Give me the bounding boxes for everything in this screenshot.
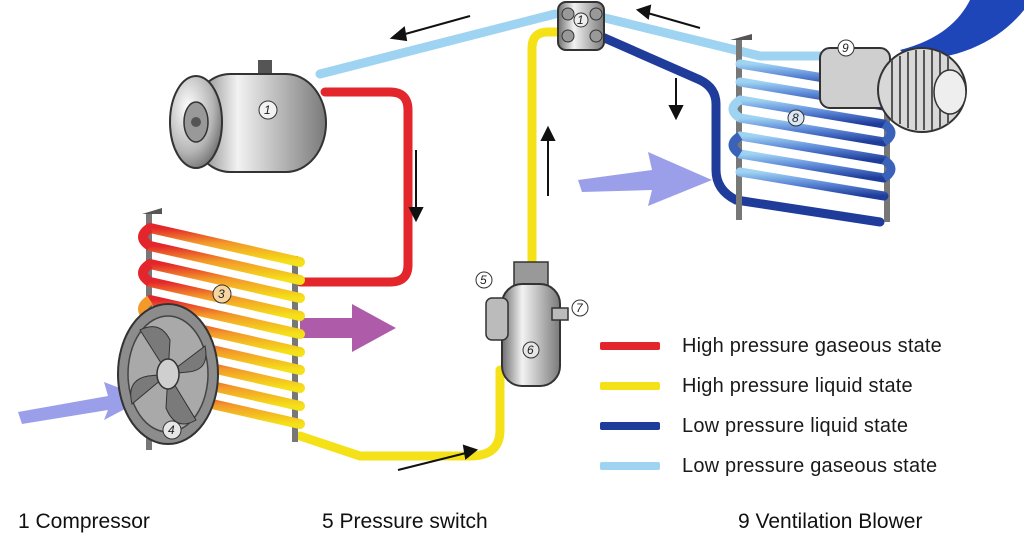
legend-label: High pressure gaseous state [682, 334, 942, 357]
line-high-liquid-to-drier [295, 365, 505, 461]
airflow-arrow-evap-in [578, 152, 712, 206]
compressor-number: 1 [264, 103, 271, 117]
caption-pressure-switch: 5 Pressure switch [322, 510, 488, 533]
airflow-arrow-hot [300, 304, 396, 352]
legend: High pressure gaseous state High pressur… [600, 326, 1010, 486]
flow-direction-arrows [389, 4, 701, 471]
legend-item-low-liquid: Low pressure liquid state [600, 406, 1010, 446]
expansion-valve: 1 [557, 1, 605, 51]
fan-number: 4 [168, 423, 175, 437]
line-high-liquid-to-valve [527, 27, 565, 267]
ventilation-blower: 9 [819, 39, 967, 133]
legend-swatch-high-gas [600, 342, 660, 350]
legend-label: High pressure liquid state [682, 374, 913, 397]
legend-label: Low pressure gaseous state [682, 454, 938, 477]
legend-swatch-low-gas [600, 462, 660, 470]
condenser-number: 3 [218, 287, 225, 301]
line-low-liquid [595, 31, 885, 227]
evaporator: 8 [728, 34, 896, 222]
legend-item-low-gas: Low pressure gaseous state [600, 446, 1010, 486]
expansion-valve-number: 1 [577, 13, 584, 27]
line-low-gas-to-compressor [315, 9, 560, 79]
caption-compressor: 1 Compressor [18, 510, 150, 533]
airflow-arrow-out [900, 0, 1024, 60]
legend-item-high-gas: High pressure gaseous state [600, 326, 1010, 366]
airflow-arrow-left [18, 382, 146, 424]
pressure-switch-number: 5 [480, 273, 487, 287]
port-number: 7 [576, 301, 584, 315]
legend-label: Low pressure liquid state [682, 414, 909, 437]
legend-swatch-high-liquid [600, 382, 660, 390]
line-high-gas [295, 87, 413, 287]
receiver-drier: 5 6 7 [475, 261, 589, 387]
caption-ventilation-blower: 9 Ventilation Blower [738, 510, 923, 533]
legend-item-high-liquid: High pressure liquid state [600, 366, 1010, 406]
evaporator-number: 8 [792, 111, 799, 125]
receiver-drier-number: 6 [527, 343, 534, 357]
blower-number: 9 [842, 41, 849, 55]
legend-swatch-low-liquid [600, 422, 660, 430]
compressor: 1 [169, 60, 327, 173]
condenser-fan: 4 [117, 303, 219, 445]
